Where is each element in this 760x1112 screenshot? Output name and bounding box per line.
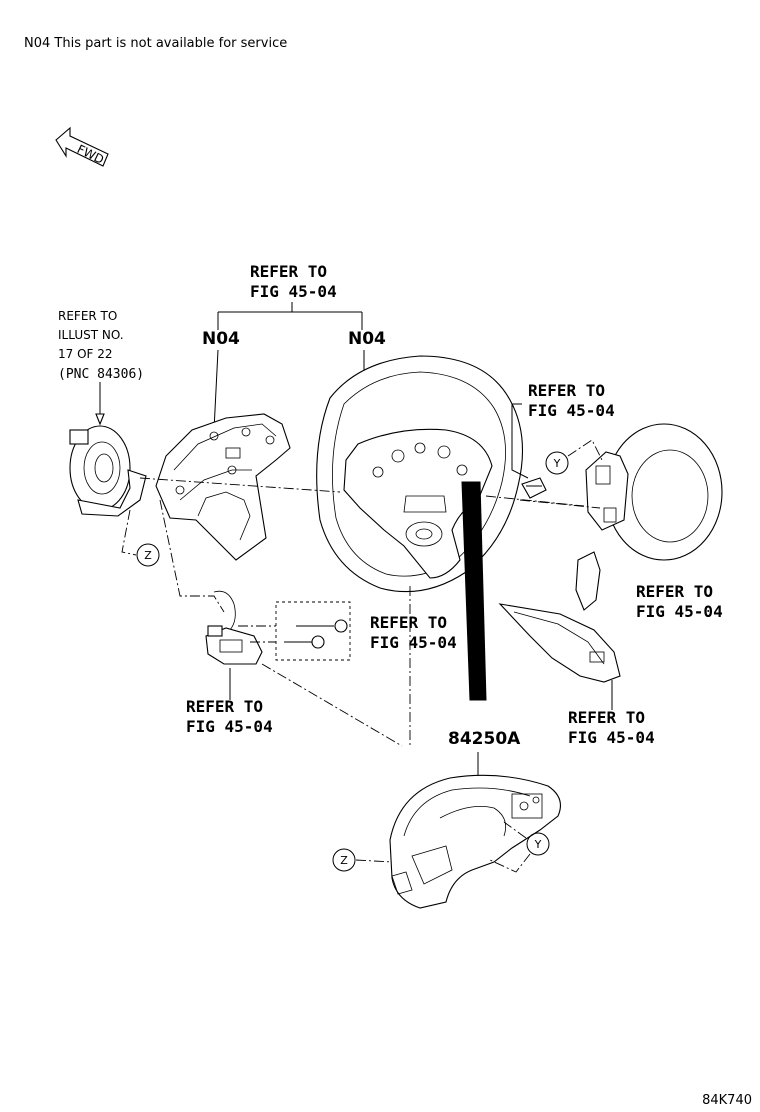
refer-top-bracket	[217, 302, 363, 330]
refer-spiral-line1: REFER TO	[58, 309, 117, 323]
refer-cover-line2: FIG 45-04	[568, 728, 655, 747]
refer-bolt-line1: REFER TO	[528, 381, 605, 400]
fwd-label: FWD	[75, 142, 106, 167]
marker-z-bottom	[332, 848, 356, 872]
refer-connector-line2: FIG 45-04	[186, 717, 273, 736]
connector-part	[205, 590, 263, 665]
marker-y-bottom	[526, 832, 550, 856]
service-note: N04 This part is not available for servi…	[24, 36, 288, 51]
refer-top-line2: FIG 45-04	[250, 282, 337, 301]
steering-switch-assembly-part	[389, 774, 561, 909]
refer-connector-line1: REFER TO	[186, 697, 263, 716]
refer-spiral-line3: 17 OF 22	[58, 347, 113, 361]
screws-part	[238, 601, 351, 661]
refer-screws-line1: REFER TO	[370, 613, 447, 632]
marker-y-top-label: Y	[553, 457, 561, 470]
n04-right-label: N04	[348, 329, 386, 349]
steering-pad-cover-part	[498, 551, 621, 683]
refer-screws-line2: FIG 45-04	[370, 633, 457, 652]
diagram-code: 84K740	[702, 1093, 752, 1108]
part-number-84250a: 84250A	[448, 729, 521, 749]
marker-y-bottom-label: Y	[534, 838, 542, 851]
marker-z-bottom-label: Z	[340, 854, 348, 867]
part-84250a-leader	[461, 481, 487, 701]
marker-z-top	[136, 543, 160, 567]
refer-airbag-line1: REFER TO	[636, 582, 713, 601]
refer-cover-line1: REFER TO	[568, 708, 645, 727]
refer-spiral-line2: ILLUST NO.	[58, 328, 124, 342]
fwd-arrow-icon: FWD	[55, 126, 109, 167]
n04-left-label: N04	[202, 329, 240, 349]
marker-y-top	[545, 451, 569, 475]
airbag-module-part	[585, 423, 723, 561]
refer-spiral-line4: (PNC 84306)	[58, 367, 144, 382]
steering-wheel-part	[316, 355, 524, 593]
spiral-cable-part	[69, 425, 147, 517]
refer-top-line1: REFER TO	[250, 262, 327, 281]
bolt-part	[521, 477, 547, 499]
refer-bolt-line2: FIG 45-04	[528, 401, 615, 420]
steering-lower-cover-part	[155, 413, 291, 561]
marker-z-top-label: Z	[144, 549, 152, 562]
center-axis-line	[139, 477, 601, 509]
refer-airbag-line2: FIG 45-04	[636, 602, 723, 621]
